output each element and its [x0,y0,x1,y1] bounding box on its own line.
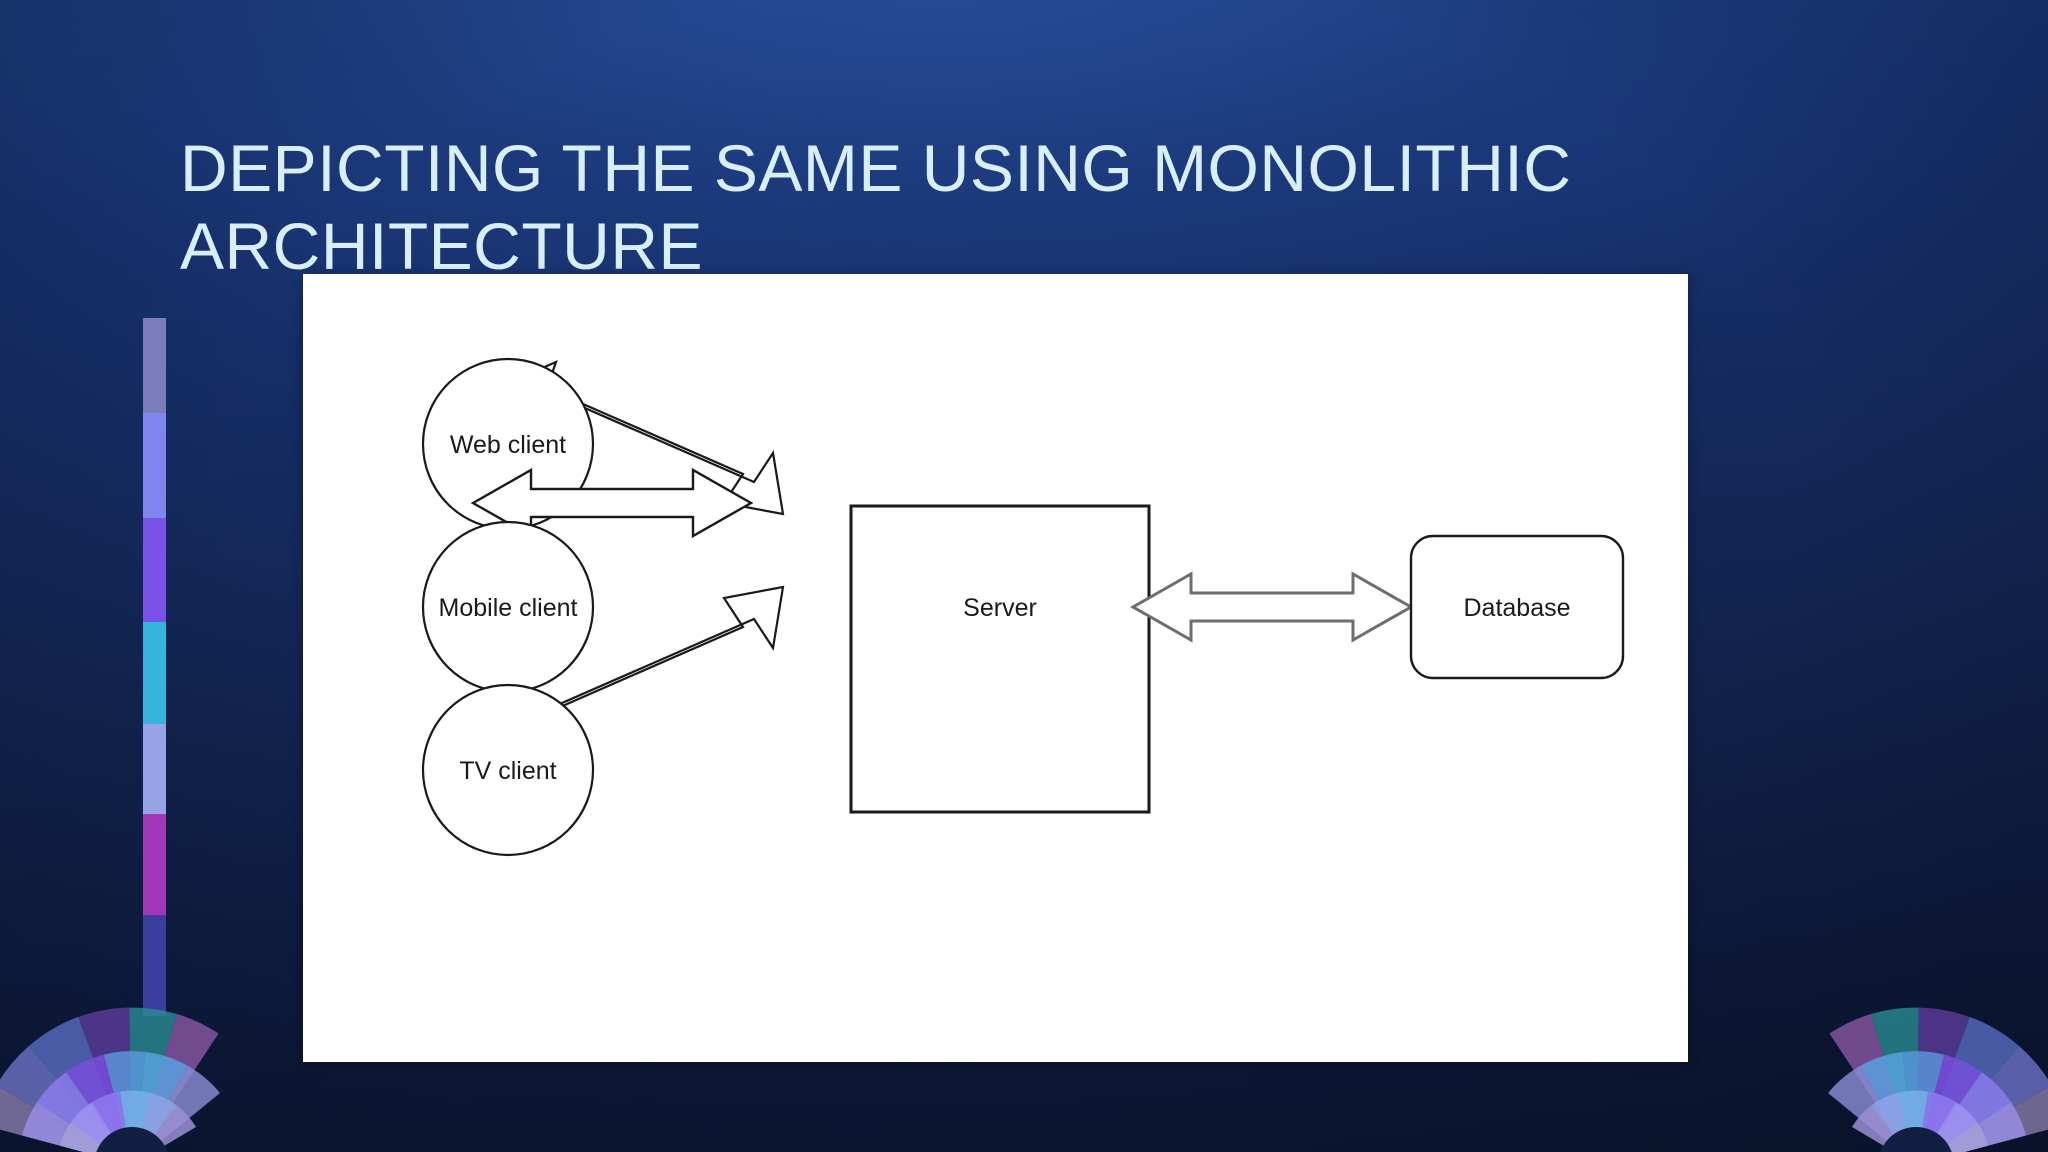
node-mobile-client-label: Mobile client [439,594,578,622]
architecture-diagram: Web client Mobile client TV client [421,357,1625,857]
connector-server-database [1129,571,1415,643]
node-database-label: Database [1463,594,1570,622]
accent-strip-band-light-blue [143,723,166,815]
accent-strip-band-cyan [143,622,166,724]
node-mobile-client: Mobile client [421,520,595,694]
connector-mobile-client-server [470,467,754,539]
accent-strip-band-violet [143,517,166,623]
accent-color-strip [143,318,166,1016]
node-tv-client: TV client [421,683,595,857]
node-web-client-label: Web client [450,431,566,459]
node-server: Server [849,504,1151,814]
accent-strip-band-periwinkle [143,412,166,518]
accent-strip-band-magenta [143,814,166,916]
node-tv-client-label: TV client [459,757,556,785]
accent-strip-band-slate-violet [143,318,166,413]
node-server-label: Server [963,594,1037,622]
page-title: Depicting the same using monolithic arch… [180,131,1587,283]
node-database: Database [1409,534,1625,680]
node-web-client: Web client [421,357,595,531]
accent-strip-band-indigo [143,915,166,1016]
diagram-panel: Web client Mobile client TV client [303,274,1688,1062]
